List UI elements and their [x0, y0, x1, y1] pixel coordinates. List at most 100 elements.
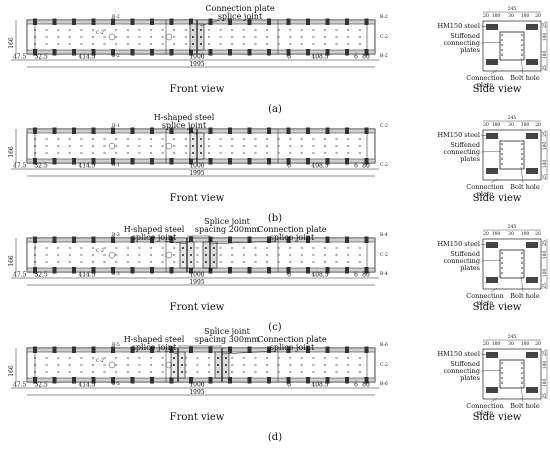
bolt-hole	[115, 253, 118, 257]
bolt-hole	[103, 137, 106, 141]
splice-bolt	[192, 138, 194, 140]
stiffened-leader	[480, 150, 502, 153]
connection-plate-label-line: Connection	[466, 74, 504, 82]
bolt-hole	[161, 363, 164, 367]
bolt-hole	[358, 260, 361, 264]
bolt-hole-label: Bolt hole	[510, 74, 540, 82]
stiffener-block	[111, 18, 115, 25]
callout-text: splice joint	[132, 343, 177, 352]
bolt-hole	[289, 246, 292, 250]
bolt-hole	[173, 246, 176, 250]
bolt-hole	[254, 246, 257, 250]
callout-text: Splice joint	[204, 217, 250, 226]
height-dim-label: 166	[8, 365, 15, 377]
bolt-hole	[91, 35, 95, 39]
bolt-hole	[207, 42, 211, 46]
stiffener-block	[130, 267, 135, 274]
bolt-hole	[358, 370, 361, 374]
stiffener-block	[345, 49, 349, 56]
stiffener-block	[91, 346, 96, 353]
load-marker	[165, 251, 173, 259]
stiffened-label-line: plates	[460, 46, 480, 54]
bolt-hole-leader	[520, 275, 524, 293]
dim-left-span: 414.5	[78, 163, 95, 170]
splice-bolt	[217, 357, 219, 359]
bolt-hole	[358, 35, 361, 39]
connection-plate-leader	[490, 178, 498, 184]
bolt-hole	[254, 35, 257, 39]
splice-bolt	[190, 254, 192, 256]
side-right-dim: 100	[542, 142, 548, 151]
stiffener-block	[150, 267, 154, 274]
side-width-label: 245	[508, 334, 517, 340]
bolt-hole	[161, 137, 164, 141]
connection-plate-label-line: Connection	[466, 183, 504, 191]
dim-mid-span: 1000	[189, 272, 204, 279]
bolt-hole	[323, 137, 327, 141]
bolt-hole	[91, 151, 95, 155]
section-mark: C-2	[96, 358, 104, 364]
front-view-beam	[26, 236, 376, 274]
stiffener-block	[325, 18, 330, 25]
top-flange	[26, 347, 376, 353]
bolt-hole	[312, 35, 315, 39]
bolt-hole	[265, 35, 269, 39]
bolt-hole	[68, 253, 71, 257]
bolt-hole	[323, 246, 327, 250]
bolt-hole	[358, 363, 361, 367]
splice-bolt	[200, 29, 202, 31]
stiffener-block	[52, 18, 57, 25]
bolt-hole	[138, 363, 141, 367]
bolt-hole	[289, 151, 292, 155]
bolt-hole	[115, 260, 118, 264]
bolt-hole	[173, 260, 176, 264]
bolt-hole	[103, 370, 106, 374]
bolt-hole	[289, 137, 292, 141]
stiffener-block	[111, 377, 115, 384]
bolt-hole	[115, 151, 118, 155]
load-marker	[165, 142, 173, 150]
stiffener-block	[286, 267, 291, 274]
bolt-hole	[149, 363, 153, 367]
hm150-label: HM150 steel	[437, 131, 480, 139]
bolt-hole	[115, 363, 118, 367]
splice-bolt	[182, 254, 184, 256]
side-bolt	[521, 158, 523, 160]
side-top-dim: 20	[483, 341, 489, 347]
stiffener-block	[189, 377, 193, 384]
callout-leader	[164, 350, 179, 355]
bolt-hole	[358, 253, 361, 257]
bolt-hole	[161, 35, 164, 39]
connection-plate-label-line: plate	[477, 409, 494, 417]
bolt-hole	[347, 363, 350, 367]
stiffener-block	[267, 127, 271, 134]
bolt-hole	[126, 253, 129, 257]
bolt-hole	[231, 363, 234, 367]
bolt-hole	[323, 260, 327, 264]
bolt-hole	[184, 28, 187, 32]
splice-bolt	[213, 247, 215, 249]
hm150-section	[526, 242, 538, 248]
hm150-section	[486, 133, 498, 139]
bolt-hole	[138, 28, 141, 32]
side-top-dim: 100	[492, 13, 501, 19]
side-bolt	[521, 143, 523, 145]
bolt-hole	[265, 370, 269, 374]
dim-gap-right: 6	[354, 272, 358, 279]
height-dim-label: 166	[8, 146, 15, 158]
connection-plate-label-line: Connection	[466, 402, 504, 410]
side-top-dim: 20	[535, 231, 541, 237]
beam-outline	[26, 347, 376, 383]
bolt-hole	[300, 253, 303, 257]
stiffener-block	[286, 18, 291, 25]
bolt-hole	[80, 356, 83, 360]
load-marker	[165, 361, 173, 369]
side-bolt	[501, 252, 503, 254]
side-top-dim: 100	[492, 122, 501, 128]
connection-plate-label-line: plate	[477, 190, 494, 198]
stiffener-block	[189, 127, 193, 134]
splice-bolt	[182, 261, 184, 263]
dim-right-end: 80	[362, 272, 370, 279]
